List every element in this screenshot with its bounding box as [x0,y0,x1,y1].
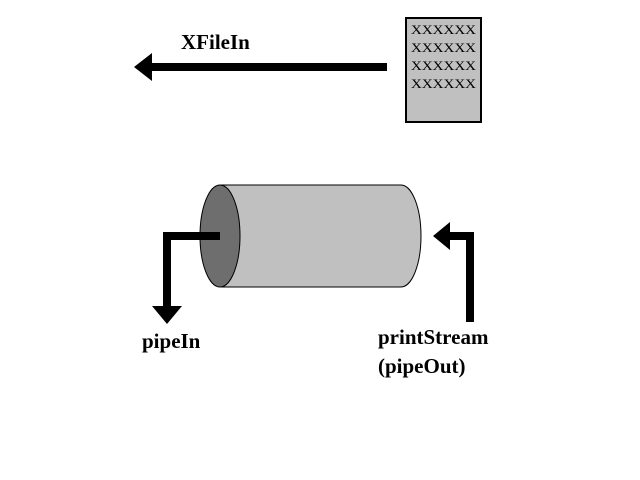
xfilein-arrow-shaft [148,63,387,71]
document-line-2: XXXXXX [411,41,476,55]
pipe-cylinder [199,184,422,288]
pipein-arrow [152,232,220,324]
printstream-arrow [433,222,474,322]
pipein-arrow-horizontal [163,232,220,240]
printstream-label: printStream [378,325,489,349]
pipein-label: pipeIn [142,329,201,353]
document-page [405,17,482,123]
document-line-3: XXXXXX [411,59,476,73]
document-line-4: XXXXXX [411,77,476,91]
cylinder-body [219,184,422,288]
document-line-1: XXXXXX [411,23,476,37]
pipeout-label: (pipeOut) [378,354,466,378]
pipein-arrow-vertical [163,232,171,310]
xfilein-arrow-head [134,53,152,81]
printstream-arrow-head [433,222,450,250]
printstream-arrow-horizontal [446,232,474,240]
printstream-arrow-vertical [466,232,474,322]
pipein-arrow-head [152,306,182,324]
xfilein-label: XFileIn [181,30,250,54]
document-icon: XXXXXX XXXXXX XXXXXX XXXXXX [405,17,482,123]
xfilein-arrow [134,53,387,81]
